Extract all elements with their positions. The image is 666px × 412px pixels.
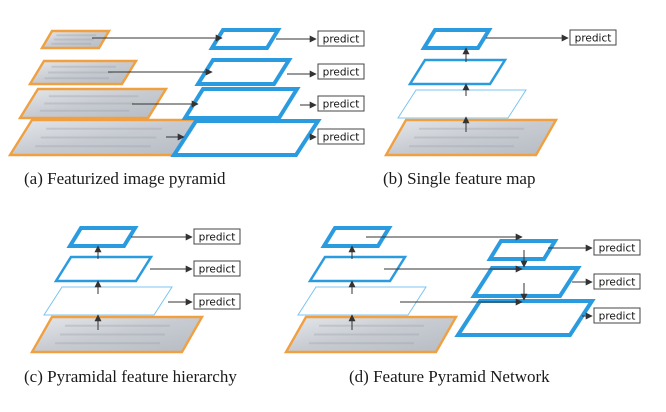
a-image-level-1-fill (10, 120, 197, 155)
d-predict-box-1-label: predict (599, 311, 636, 323)
b-feature-map-2 (407, 58, 508, 86)
a-predict-box-4: predict (317, 30, 365, 47)
b-predict-box-label: predict (575, 33, 612, 45)
b-feature-map-1 (397, 89, 527, 119)
a-predict-box-3-label: predict (323, 67, 360, 79)
a-predict-box-2-label: predict (323, 99, 360, 111)
a-predict-box-3-frame (317, 63, 365, 80)
c-feature-map-1 (43, 286, 173, 316)
c-feature-map-3 (66, 226, 139, 248)
caption-a: (a) Featurized image pyramid (24, 169, 226, 188)
a-predict-box-2-frame (317, 95, 365, 112)
c-predict-box-2-label: predict (199, 264, 236, 276)
caption-c: (c) Pyramidal feature hierarchy (24, 367, 237, 386)
d-predict-box-2-label: predict (599, 277, 636, 289)
a-predict-box-2: predict (317, 95, 365, 112)
b-image-input-fill (386, 120, 556, 155)
d-predict-box-3-label: predict (599, 243, 636, 255)
d-topdown-map-1 (454, 299, 596, 337)
c-image-input (29, 315, 205, 354)
d-predict-box-3-frame (593, 239, 641, 256)
d-predict-box-2-frame (593, 273, 641, 290)
b-predict-box-frame (569, 29, 617, 46)
d-image-input-border (283, 315, 459, 354)
d-feature-map-3 (320, 226, 393, 248)
d-feature-map-1 (297, 286, 427, 316)
c-predict-box-1-label: predict (199, 297, 236, 309)
c-predict-box-1-frame (193, 293, 241, 310)
b-image-input (383, 118, 559, 157)
a-image-level-3-fill (30, 61, 136, 84)
b-feature-map-3 (420, 28, 493, 50)
a-predict-box-1-label: predict (323, 132, 360, 144)
b-predict-box: predict (569, 29, 617, 46)
d-image-input (283, 315, 459, 354)
d-image-input-fill (286, 317, 456, 352)
a-image-level-2-fill (20, 89, 166, 118)
d-topdown-map-3 (486, 239, 559, 261)
c-predict-box-3-label: predict (199, 232, 236, 244)
c-predict-box-3: predict (193, 228, 241, 245)
d-topdown-map-2 (470, 266, 582, 298)
a-feature-map-4 (208, 28, 282, 50)
a-image-level-4-fill (42, 31, 109, 48)
d-predict-box-1-frame (593, 307, 641, 324)
a-predict-box-4-label: predict (323, 34, 360, 46)
a-feature-map-2 (181, 87, 301, 120)
d-feature-map-2 (307, 255, 408, 283)
a-image-level-4 (39, 29, 112, 50)
c-predict-box-1: predict (193, 293, 241, 310)
b-image-input-border (383, 118, 559, 157)
d-predict-box-3: predict (593, 239, 641, 256)
c-predict-box-3-frame (193, 228, 241, 245)
a-feature-map-3 (194, 58, 293, 86)
a-image-level-3-border (27, 59, 139, 86)
c-predict-box-2: predict (193, 260, 241, 277)
c-feature-map-2 (53, 255, 154, 283)
caption-b: (b) Single feature map (383, 169, 536, 188)
c-image-input-fill (32, 317, 202, 352)
a-predict-box-1-frame (317, 128, 365, 145)
a-feature-map-1 (170, 119, 322, 157)
c-image-input-border (29, 315, 205, 354)
a-image-level-4-border (39, 29, 112, 50)
caption-d: (d) Feature Pyramid Network (349, 367, 550, 386)
a-image-level-3 (27, 59, 139, 86)
a-image-level-2-border (17, 87, 169, 120)
a-predict-box-3: predict (317, 63, 365, 80)
a-predict-box-1: predict (317, 128, 365, 145)
d-predict-box-1: predict (593, 307, 641, 324)
a-image-level-2 (17, 87, 169, 120)
d-predict-box-2: predict (593, 273, 641, 290)
a-predict-box-4-frame (317, 30, 365, 47)
c-predict-box-2-frame (193, 260, 241, 277)
